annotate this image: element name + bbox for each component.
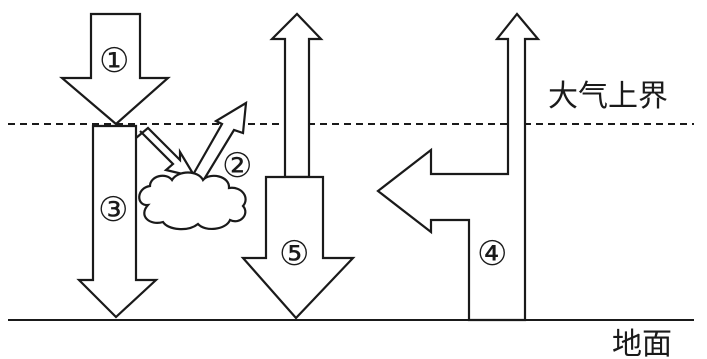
arrow-1-solar-radiation — [59, 12, 171, 126]
marker-4: ④ — [477, 234, 507, 274]
arrow-5-upward — [269, 12, 324, 179]
ground-label: 地面 — [612, 327, 672, 359]
cloud-icon — [138, 171, 247, 231]
arrow-5-downward — [240, 175, 356, 320]
marker-2: ② — [222, 146, 252, 186]
arrow-2-cloud-incoming — [135, 126, 198, 179]
marker-5: ⑤ — [279, 234, 309, 274]
arrow-4-ground-radiation — [376, 12, 541, 322]
marker-3: ③ — [98, 190, 128, 230]
atmosphere-top-label: 大气上界 — [548, 79, 668, 114]
arrow-3-ground-solar-radiation — [76, 124, 159, 319]
marker-1: ① — [99, 41, 129, 81]
